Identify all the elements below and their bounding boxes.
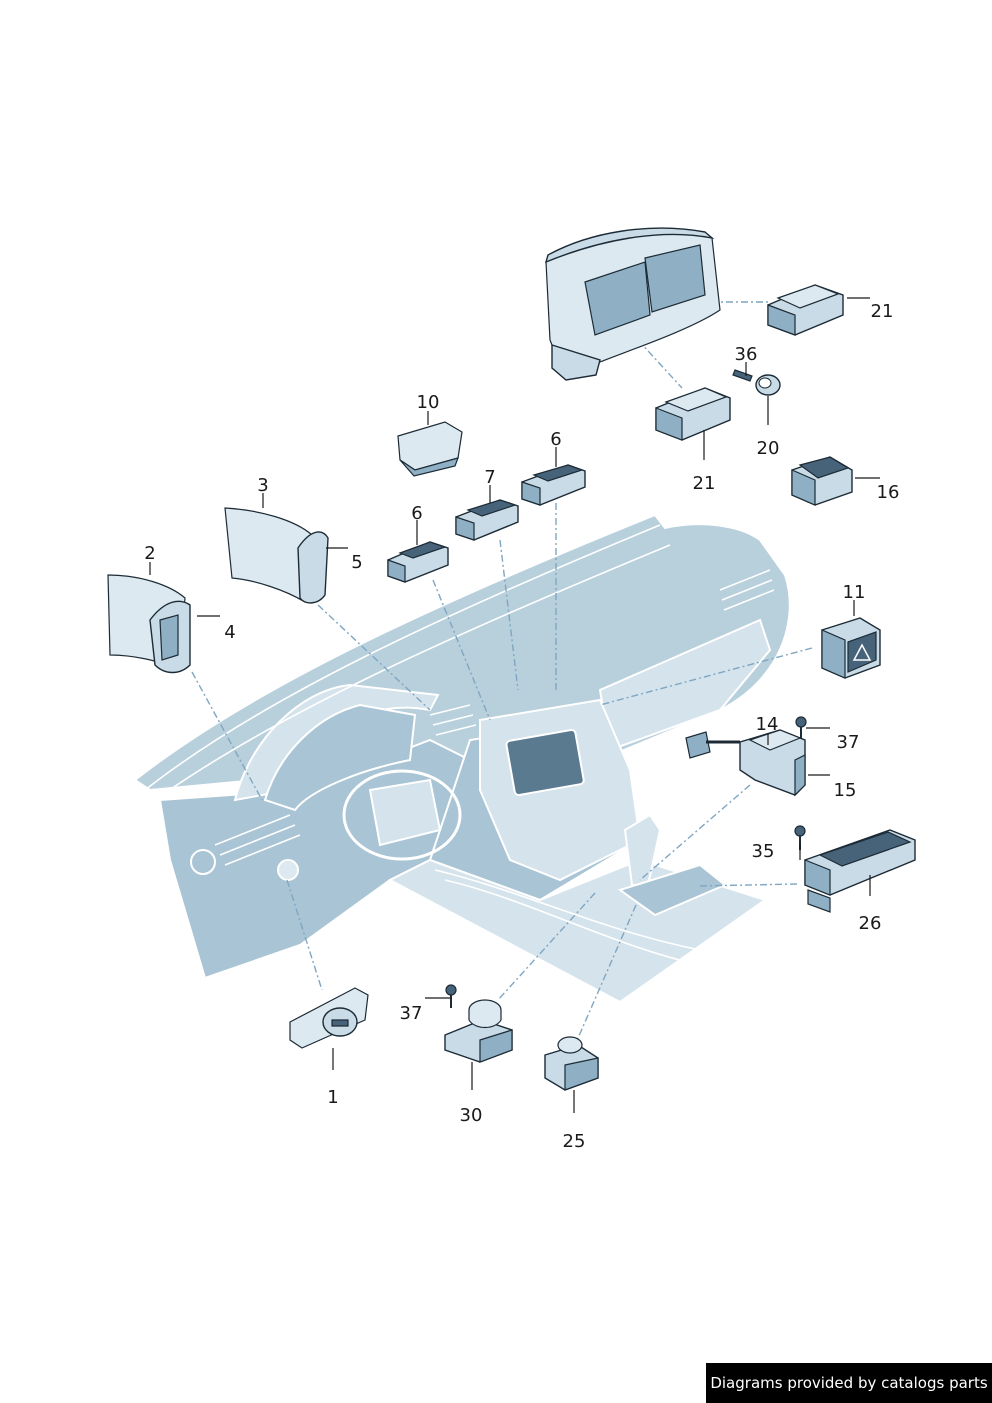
label-6-lower: 6	[411, 503, 422, 524]
label-16: 16	[877, 482, 900, 503]
part-6-switch-upper	[521, 464, 586, 506]
label-21-upper: 21	[871, 301, 894, 322]
label-36: 36	[735, 344, 758, 365]
part-26-control-panel	[804, 829, 916, 913]
label-10: 10	[417, 392, 440, 413]
part-11-hazard-switch	[821, 617, 881, 679]
part-2-left-vent-housing	[107, 574, 191, 674]
dashboard-illustration	[133, 513, 791, 1004]
part-25-knob	[544, 1036, 599, 1091]
part-36-screw	[732, 369, 753, 382]
label-1: 1	[327, 1087, 338, 1108]
part-20-clip	[755, 374, 781, 396]
part-30-rotary-control	[444, 999, 513, 1063]
part-14-control-unit	[685, 729, 806, 797]
label-21-lower: 21	[693, 473, 716, 494]
part-16-connector	[791, 456, 853, 506]
label-6-upper: 6	[550, 429, 561, 450]
label-leaders	[149, 297, 880, 1113]
label-30: 30	[460, 1105, 483, 1126]
label-3: 3	[257, 475, 268, 496]
part-1-light-switch	[289, 987, 369, 1049]
part-10-cover	[397, 421, 463, 477]
label-37-lower: 37	[400, 1003, 423, 1024]
label-25: 25	[563, 1131, 586, 1152]
label-20: 20	[757, 438, 780, 459]
label-7: 7	[484, 467, 495, 488]
label-4: 4	[224, 622, 235, 643]
label-37-upper: 37	[837, 732, 860, 753]
part-3-vent-housing	[224, 507, 329, 604]
label-5: 5	[351, 552, 362, 573]
rear-vent-console	[544, 227, 721, 381]
part-37-screw-upper	[795, 716, 807, 738]
leader-lines	[191, 301, 813, 1046]
part-21-module-lower	[655, 387, 731, 441]
part-37-screw-lower	[445, 984, 457, 1008]
part-labels: 1 2 3 4 5 6 6 7 10 11 14 15 16 20 21 21 …	[144, 301, 899, 1152]
label-14: 14	[756, 714, 779, 735]
part-21-module-upper	[767, 284, 844, 336]
part-7-switch	[455, 499, 519, 541]
part-6-switch-lower	[387, 541, 449, 583]
label-2: 2	[144, 543, 155, 564]
label-35: 35	[752, 841, 775, 862]
footer-credit: Diagrams provided by catalogs parts	[706, 1363, 992, 1403]
label-15: 15	[834, 780, 857, 801]
label-26: 26	[859, 913, 882, 934]
label-11: 11	[843, 582, 866, 603]
